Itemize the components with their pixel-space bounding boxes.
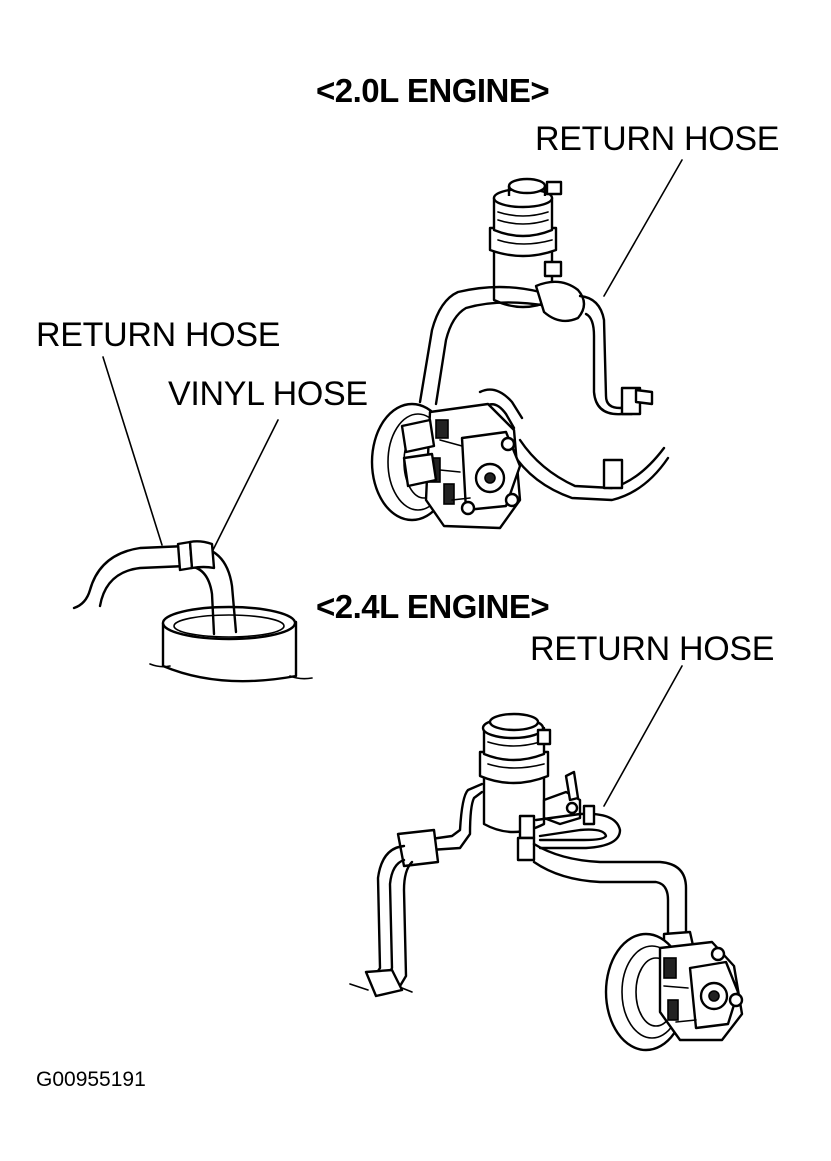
leader-return-hose-2-0l: [603, 159, 683, 297]
leader-return-hose-detail: [102, 356, 163, 546]
return-hose-2-4l: [516, 804, 622, 862]
power-steering-pump-2-0l: [400, 402, 522, 530]
label-vinyl-hose-detail: VINYL HOSE: [168, 375, 368, 413]
label-return-hose-detail: RETURN HOSE: [36, 316, 281, 354]
return-hose-2-0l: [418, 280, 654, 416]
figure-id: G00955191: [36, 1068, 146, 1091]
label-return-hose-2-0l: RETURN HOSE: [535, 120, 780, 158]
pressure-hose-2-4l: [532, 842, 696, 954]
detail-vinyl-hose: [72, 356, 313, 683]
pressure-pipe-2-0l: [510, 438, 670, 502]
leader-vinyl-hose-detail: [211, 419, 279, 553]
power-steering-pump-2-4l: [658, 940, 744, 1042]
leader-return-hose-2-4l: [603, 665, 683, 807]
reservoir-tank-2-0l: [488, 177, 563, 309]
title-2-4l-engine: <2.4L ENGINE>: [316, 588, 550, 625]
engine-2-4l-assembly: [349, 665, 744, 1052]
engine-2-0l-assembly: [370, 159, 683, 530]
label-return-hose-2-4l: RETURN HOSE: [530, 630, 775, 668]
feed-lines-2-4l: [349, 782, 484, 998]
reservoir-tank-2-4l: [478, 712, 552, 834]
title-2-0l-engine: <2.0L ENGINE>: [316, 72, 550, 109]
